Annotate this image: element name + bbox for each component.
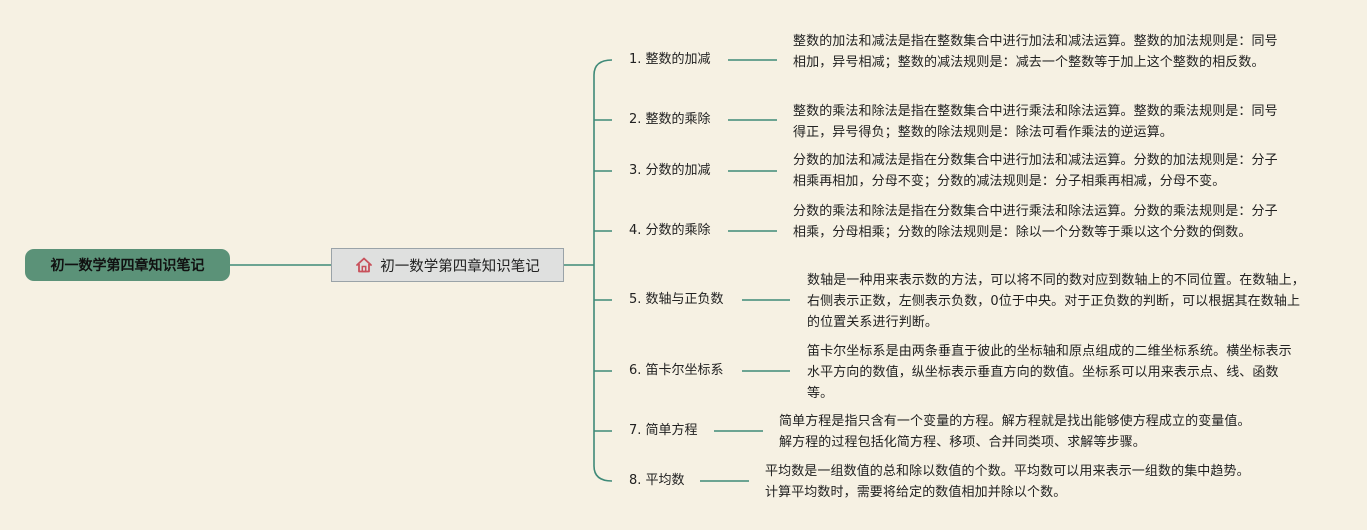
topic-5-description: 数轴是一种用来表示数的方法，可以将不同的数对应到数轴上的不同位置。在数轴上，右侧… [807,273,1305,330]
topic-4[interactable]: 4. 分数的乘除 [629,223,711,238]
topic-7-description: 简单方程是指只含有一个变量的方程。解方程就是找出能够使方程成立的变量值。解方程的… [779,414,1251,450]
topic-2-description: 整数的乘法和除法是指在整数集合中进行乘法和除法运算。整数的乘法规则是：同号得正，… [793,104,1278,140]
central-topic[interactable]: 初一数学第四章知识笔记 [331,248,564,282]
root-topic-label: 初一数学第四章知识笔记 [50,258,205,274]
topic-8-description: 平均数是一组数值的总和除以数值的个数。平均数可以用来表示一组数的集中趋势。计算平… [765,464,1250,500]
trunk-line [593,59,613,482]
topic-3-description: 分数的加法和减法是指在分数集合中进行加法和减法运算。分数的加法规则是：分子相乘再… [793,153,1278,189]
topic-5[interactable]: 5. 数轴与正负数 [629,292,724,307]
topic-7[interactable]: 7. 简单方程 [629,423,698,438]
root-topic[interactable]: 初一数学第四章知识笔记 [25,249,230,281]
topic-8[interactable]: 8. 平均数 [629,473,685,488]
topic-1-description: 整数的加法和减法是指在整数集合中进行加法和减法运算。整数的加法规则是：同号相加，… [793,34,1278,70]
topic-1[interactable]: 1. 整数的加减 [629,52,711,67]
topic-4-description: 分数的乘法和除法是指在分数集合中进行乘法和除法运算。分数的乘法规则是：分子相乘，… [793,204,1278,240]
central-topic-label: 初一数学第四章知识笔记 [380,258,540,275]
topic-3[interactable]: 3. 分数的加减 [629,163,711,178]
topic-6[interactable]: 6. 笛卡尔坐标系 [629,363,724,378]
topic-6-description: 笛卡尔坐标系是由两条垂直于彼此的坐标轴和原点组成的二维坐标系统。横坐标表示水平方… [807,344,1292,401]
home-icon [355,256,373,274]
topic-2[interactable]: 2. 整数的乘除 [629,112,711,127]
